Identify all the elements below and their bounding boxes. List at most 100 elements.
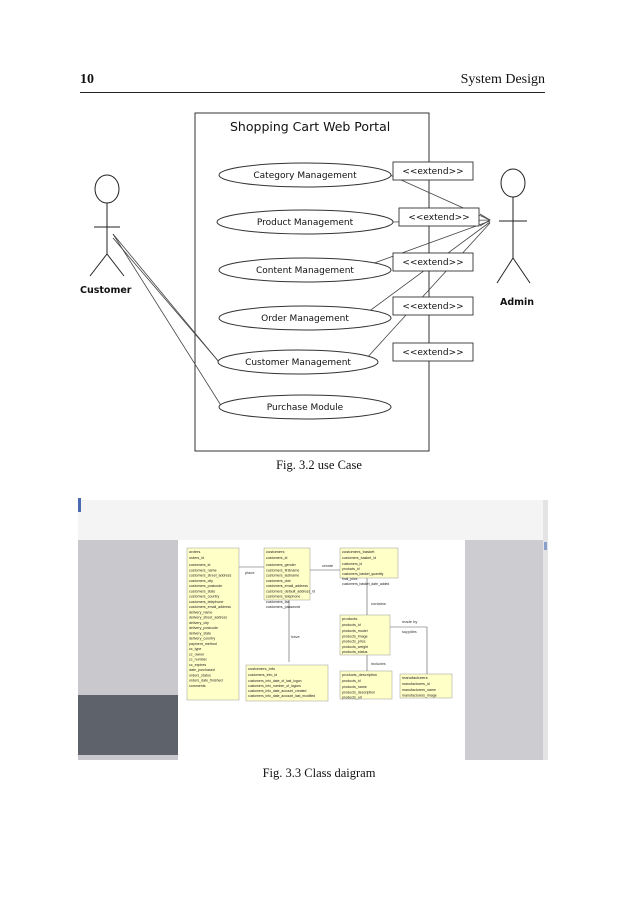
use-case-caption: Fig. 3.2 use Case (276, 458, 362, 472)
entity-orders: orders orders_id customers_idcustomers_n… (186, 547, 240, 701)
svg-text:manufacturers: manufacturers (402, 675, 428, 680)
entity-field: customers_telephone (266, 595, 300, 599)
entity-field: customers_info_number_of_logons (248, 684, 301, 688)
svg-text:products: products (342, 616, 357, 621)
entity-field: delivery_name (189, 610, 212, 614)
entity-customers: customers customers_id customers_genderc… (263, 547, 315, 609)
entity-field: delivery_postcode (189, 626, 218, 630)
entity-field: cc_type (189, 647, 201, 651)
entity-field: comments (189, 684, 206, 688)
entity-field: products_price (342, 640, 366, 644)
page-number: 10 (80, 72, 94, 87)
extend-label: <<extend>> (402, 167, 463, 177)
entity-field: products_id (342, 567, 360, 571)
extend-label: <<extend>> (402, 348, 463, 358)
entity-field: delivery_street_address (189, 616, 227, 620)
entity-field: customers_fax (266, 600, 290, 604)
svg-text:products_id: products_id (342, 679, 361, 683)
entity-field: customers_gender (266, 563, 297, 567)
extend-label: <<extend>> (402, 258, 463, 268)
use-case-customer-management (217, 349, 379, 375)
entity-field: delivery_city (189, 621, 209, 625)
entity-field: customers_firstname (266, 568, 299, 572)
svg-text:products_description: products_description (342, 673, 377, 677)
entity-field: customers_email_address (189, 605, 231, 609)
entity-field: customers_basket_quantity (342, 572, 384, 576)
entity-field: products_weight (342, 645, 368, 649)
entity-field: customers_dob (266, 579, 291, 583)
extend-box (392, 296, 474, 316)
entity-field: final_price (342, 577, 358, 581)
system-boundary (194, 112, 430, 452)
use-case-label: Customer Management (245, 358, 351, 368)
extend-box (392, 161, 474, 181)
use-case-order-management (218, 305, 392, 331)
entity-field: delivery_country (189, 637, 215, 641)
extend-box (392, 342, 474, 362)
class-diagram-caption: Fig. 3.3 Class daigram (262, 766, 376, 780)
customer-actor-label: Customer (80, 285, 132, 296)
entity-field: products_status (342, 650, 368, 654)
entity-field: customers_basket_date_added (342, 582, 389, 586)
relation-label: place (245, 570, 255, 575)
use-case-ellipses (216, 162, 394, 420)
use-case-category-management (218, 162, 392, 188)
relation-label: have (291, 634, 300, 639)
admin-actor-label: Admin (500, 297, 534, 308)
customer-associations (112, 233, 223, 408)
svg-text:manufacturers_id: manufacturers_id (402, 682, 430, 686)
entity-field: customers_street_address (189, 574, 232, 578)
extend-label: <<extend>> (402, 302, 463, 312)
entity-field: customers_state (189, 589, 215, 593)
entity-field: manufacturers_name (402, 688, 436, 692)
admin-actor (496, 168, 531, 284)
entity-products: products products_id products_modelprodu… (339, 614, 391, 656)
use-case-purchase-module (218, 394, 392, 420)
use-case-label: Product Management (257, 218, 354, 228)
relation-label: supplies (402, 629, 417, 634)
relation-label: contains (371, 601, 386, 606)
entity-field: products_url (342, 696, 362, 700)
entity-field: customers_id (342, 562, 362, 566)
entity-field: cc_expires (189, 663, 206, 667)
relation-label: includes (371, 661, 386, 666)
relation-label: made by (402, 619, 417, 624)
entity-manufacturers: manufacturers manufacturers_id manufactu… (399, 673, 453, 699)
entity-field: customers_default_address_id (266, 589, 315, 593)
entity-field: customers_name (189, 568, 217, 572)
entity-field: products_description (342, 690, 375, 694)
entity-field: customers_country (189, 595, 220, 599)
extend-label: <<extend>> (408, 213, 469, 223)
entity-field: payment_method (189, 642, 217, 646)
entity-field: date_purchased (189, 668, 215, 672)
relation-label: create (322, 563, 334, 568)
entity-field: products_image (342, 634, 368, 638)
use-case-label: Purchase Module (267, 403, 344, 413)
entity-field: products_model (342, 629, 368, 633)
entity-field: cc_number (189, 658, 208, 662)
entity-products-description: products_description products_id product… (339, 670, 393, 700)
use-case-label: Content Management (256, 266, 354, 276)
class-diagram: place create contains have includes made… (78, 498, 548, 760)
entity-field: delivery_state (189, 631, 211, 635)
entity-field: cc_owner (189, 652, 205, 656)
svg-text:customers_id: customers_id (266, 556, 287, 560)
entity-field: orders_date_finished (189, 679, 223, 683)
use-case-diagram: Shopping Cart Web Portal Customer Admin (80, 112, 534, 452)
svg-text:customers_info_id: customers_info_id (248, 673, 277, 677)
customer-actor (89, 174, 125, 277)
entity-field: products_name (342, 685, 367, 689)
entity-customers-info: customers_info customers_info_id custome… (245, 664, 329, 702)
entity-field: orders_status (189, 673, 211, 677)
entity-field: customers_telephone (189, 600, 223, 604)
entity-field: customers_info_date_account_last_modifie… (248, 694, 315, 698)
use-case-label: Order Management (261, 314, 349, 324)
entity-field: manufacturers_image (402, 693, 437, 697)
entity-field: customers_postcode (189, 584, 222, 588)
entity-field: customers_email_address (266, 584, 308, 588)
entity-field: customers_info_date_account_created (248, 689, 307, 693)
use-case-product-management (216, 209, 394, 235)
svg-text:customers_basket_id: customers_basket_id (342, 556, 376, 560)
svg-text:orders_id: orders_id (189, 556, 204, 560)
entity-field: customers_info_date_of_last_logon (248, 679, 302, 683)
